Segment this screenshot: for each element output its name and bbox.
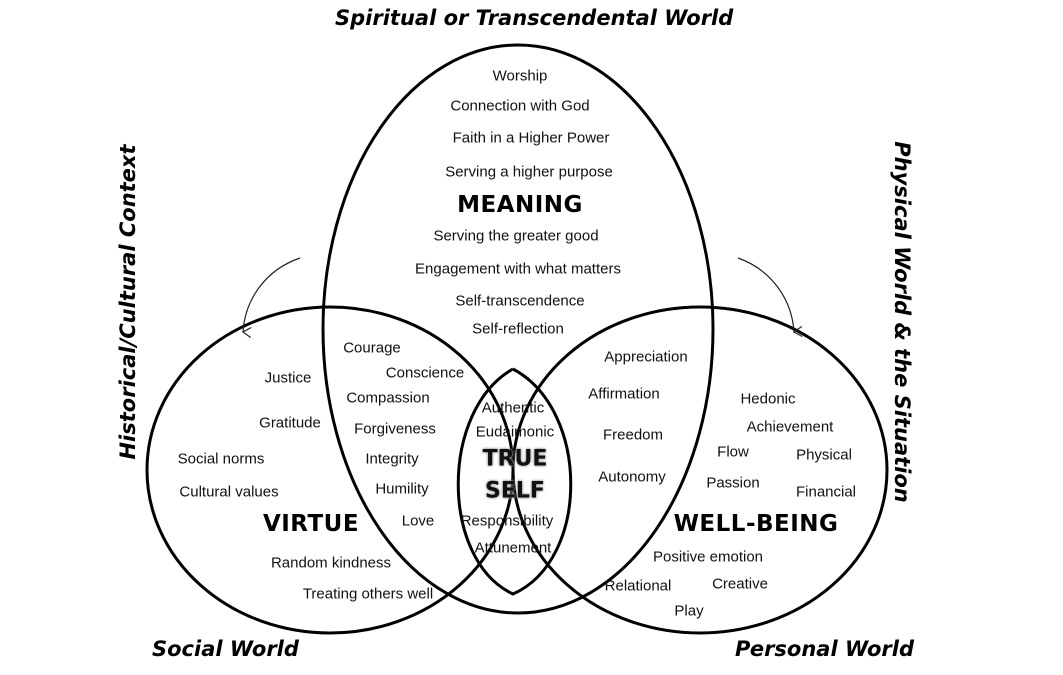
wellbeing-circle bbox=[511, 305, 889, 635]
meaning-item: Connection with God bbox=[450, 97, 590, 115]
wellbeing-item: Relational bbox=[604, 577, 672, 595]
meaning-virtue-item: Conscience bbox=[385, 364, 465, 382]
wellbeing-item: Positive emotion bbox=[652, 548, 764, 566]
meaning-wellbeing-item: Autonomy bbox=[598, 468, 666, 486]
virtue-item: Social norms bbox=[177, 450, 265, 468]
meaning-item: Serving a higher purpose bbox=[445, 163, 613, 181]
meaning-virtue-item: Humility bbox=[375, 480, 429, 498]
meaning-virtue-item: Love bbox=[401, 512, 435, 530]
meaning-item: Worship bbox=[492, 67, 548, 85]
wellbeing-item: Hedonic bbox=[740, 390, 796, 408]
meaning-circle bbox=[321, 43, 715, 615]
meaning-item: Self-transcendence bbox=[455, 292, 585, 310]
meaning-wellbeing-item: Appreciation bbox=[604, 348, 688, 366]
meaning-item: Self-reflection bbox=[472, 320, 564, 338]
wellbeing-item: Physical bbox=[796, 446, 852, 464]
context-bottom-left-label: Social World bbox=[152, 637, 299, 661]
meaning-item: Faith in a Higher Power bbox=[452, 129, 610, 147]
wellbeing-item: Play bbox=[674, 602, 704, 620]
virtue-item: Gratitude bbox=[259, 414, 321, 432]
wellbeing-item: Achievement bbox=[746, 418, 834, 436]
context-left-label: Historical/Cultural Context bbox=[116, 144, 140, 460]
virtue-item: Treating others well bbox=[302, 585, 434, 603]
virtue-item: Justice bbox=[264, 369, 312, 387]
virtue-item: Random kindness bbox=[270, 554, 392, 572]
wellbeing-item: Flow bbox=[717, 443, 749, 461]
wellbeing-item: Financial bbox=[795, 483, 857, 501]
context-top-label: Spiritual or Transcendental World bbox=[335, 6, 734, 30]
true-self-item: Authentic bbox=[481, 399, 545, 417]
true-self-item: Responsibility bbox=[460, 512, 554, 530]
meaning-item: Engagement with what matters bbox=[415, 260, 621, 278]
true-self-title-line1: TRUE bbox=[482, 446, 548, 472]
meaning-virtue-item: Courage bbox=[343, 339, 401, 357]
meaning-wellbeing-item: Freedom bbox=[602, 426, 664, 444]
context-right-label: Physical World & the Situation bbox=[890, 141, 914, 503]
virtue-item: Cultural values bbox=[179, 483, 279, 501]
wellbeing-item: Creative bbox=[712, 575, 768, 593]
meaning-item: Serving the greater good bbox=[433, 227, 599, 245]
meaning-virtue-item: Integrity bbox=[365, 450, 419, 468]
true-self-lens bbox=[456, 367, 573, 596]
wellbeing-title: WELL-BEING bbox=[673, 511, 839, 537]
true-self-item: Attunement bbox=[474, 539, 552, 557]
left-curved-arrow bbox=[241, 257, 301, 338]
wellbeing-item: Passion bbox=[706, 474, 760, 492]
true-self-title-line2: SELF bbox=[485, 478, 545, 504]
meaning-virtue-item: Compassion bbox=[346, 389, 430, 407]
meaning-wellbeing-item: Affirmation bbox=[588, 385, 660, 403]
context-bottom-right-label: Personal World bbox=[735, 637, 915, 661]
true-self-item: Eudaimonic bbox=[475, 423, 555, 441]
meaning-title: MEANING bbox=[457, 192, 583, 218]
virtue-title: VIRTUE bbox=[262, 511, 360, 537]
meaning-virtue-item: Forgiveness bbox=[354, 420, 436, 438]
right-curved-arrow bbox=[737, 257, 803, 338]
